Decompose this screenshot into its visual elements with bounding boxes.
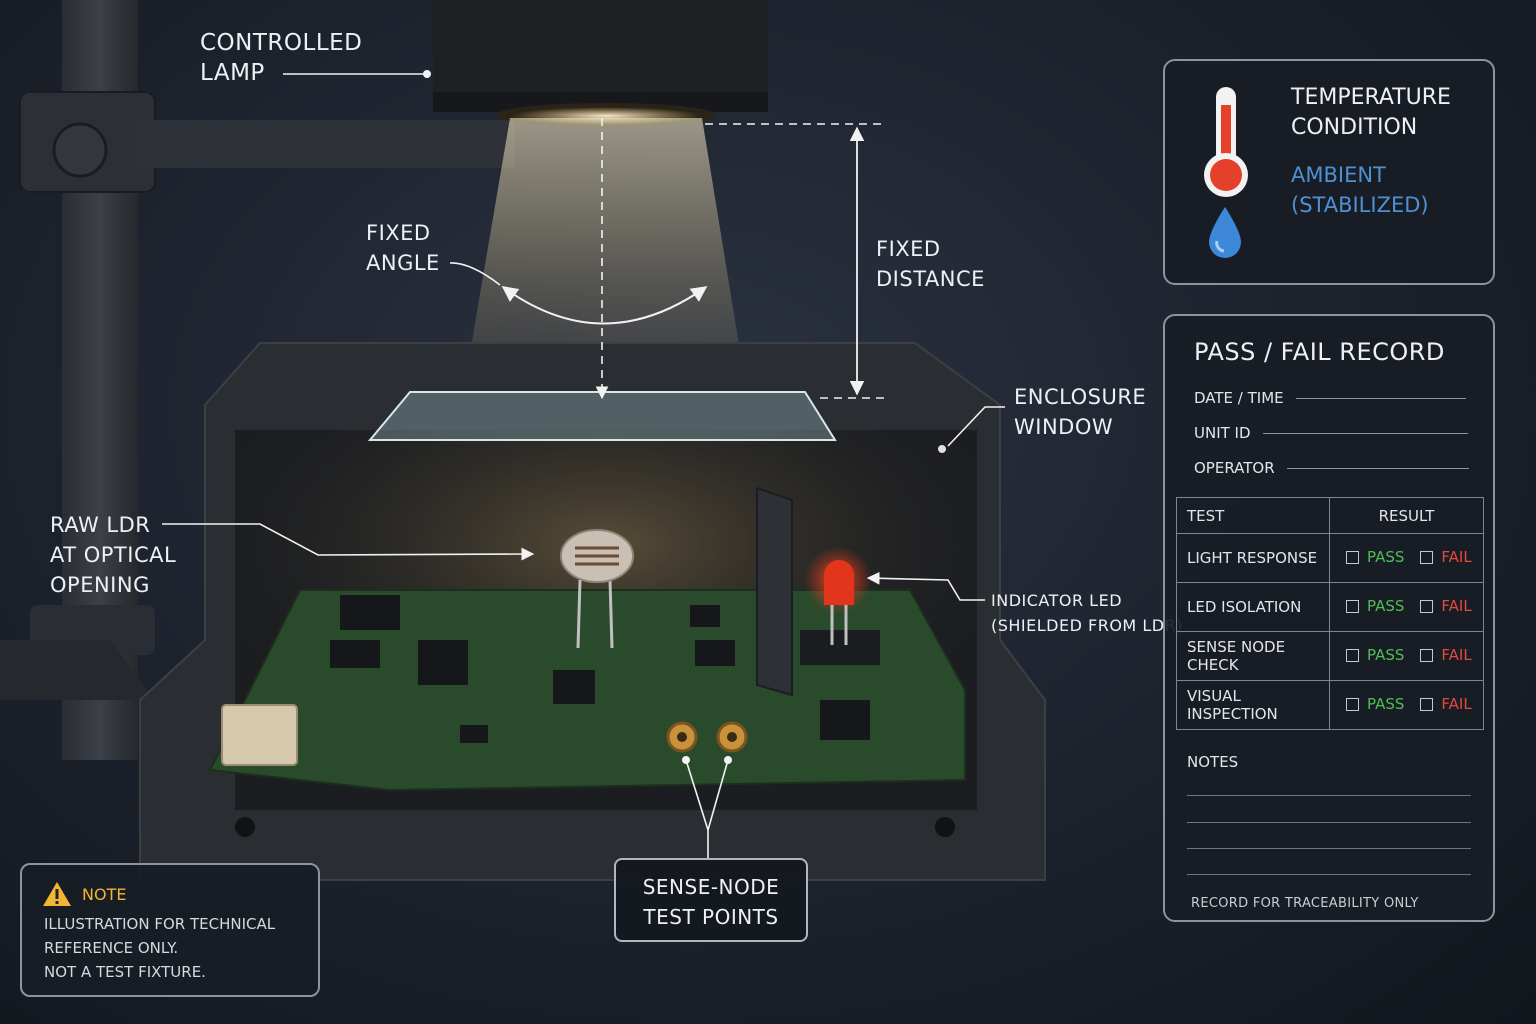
operator-field[interactable]: OPERATOR <box>1194 459 1469 477</box>
note-line: REFERENCE ONLY. <box>44 939 179 957</box>
fail-label: FAIL <box>1441 548 1472 567</box>
dimension-lines <box>501 118 885 400</box>
notes-line[interactable] <box>1187 848 1471 849</box>
tp-line-2: TEST POINTS <box>643 905 779 929</box>
unit-id-field[interactable]: UNIT ID <box>1194 424 1468 442</box>
label-indicator-led: INDICATOR LED(SHIELDED FROM LDR) <box>991 591 1183 635</box>
notes-label: NOTES <box>1187 753 1239 771</box>
test-name: LIGHT RESPONSE <box>1176 533 1330 583</box>
leader-lines <box>162 70 1005 858</box>
checkbox-icon[interactable] <box>1346 697 1359 711</box>
ldr-sensor <box>560 529 634 649</box>
table-header-row: TEST RESULT <box>1176 497 1484 534</box>
thermometer-icon <box>1204 87 1248 197</box>
water-drop-icon <box>1209 207 1241 258</box>
test-name: LED ISOLATION <box>1176 582 1330 632</box>
pass-label: PASS <box>1367 597 1405 616</box>
unit-id-label: UNIT ID <box>1194 424 1251 442</box>
date-time-label: DATE / TIME <box>1194 389 1284 407</box>
led-shield <box>756 486 880 697</box>
record-title: PASS / FAIL RECORD <box>1194 338 1445 366</box>
light-beam <box>462 118 748 400</box>
notes-line[interactable] <box>1187 795 1471 796</box>
notes-line[interactable] <box>1187 874 1471 875</box>
pass-label: PASS <box>1367 548 1405 567</box>
checkbox-icon[interactable] <box>1346 550 1359 564</box>
note-header: NOTE <box>42 881 126 907</box>
indicator-led <box>804 546 872 645</box>
header-test: TEST <box>1176 497 1330 534</box>
checkbox-icon[interactable] <box>1420 550 1434 564</box>
pass-label: PASS <box>1367 695 1405 714</box>
test-name: SENSE NODE CHECK <box>1176 631 1330 681</box>
table-row: LIGHT RESPONSE PASS FAIL <box>1176 533 1484 583</box>
table-row: LED ISOLATION PASS FAIL <box>1176 582 1484 632</box>
lamp-stand <box>0 0 515 760</box>
checkbox-icon[interactable] <box>1420 599 1434 613</box>
header-result: RESULT <box>1329 497 1484 534</box>
table-row: SENSE NODE CHECK PASS FAIL <box>1176 631 1484 681</box>
note-line: ILLUSTRATION FOR TECHNICAL <box>44 915 276 933</box>
result-table: TEST RESULT LIGHT RESPONSE PASS FAIL LED … <box>1176 497 1484 730</box>
note-panel: NOTE ILLUSTRATION FOR TECHNICAL REFERENC… <box>20 863 320 997</box>
pcb-board <box>208 589 966 792</box>
operator-label: OPERATOR <box>1194 459 1275 477</box>
test-name: VISUAL INSPECTION <box>1176 680 1330 730</box>
fail-label: FAIL <box>1441 695 1472 714</box>
date-time-field[interactable]: DATE / TIME <box>1194 389 1466 407</box>
pass-label: PASS <box>1367 646 1405 665</box>
table-row: VISUAL INSPECTION PASS FAIL <box>1176 680 1484 730</box>
warning-icon <box>43 882 71 906</box>
temperature-value: AMBIENT(STABILIZED) <box>1291 163 1429 217</box>
fail-label: FAIL <box>1441 597 1472 616</box>
note-title: NOTE <box>82 884 127 904</box>
enclosure-window <box>367 391 837 441</box>
checkbox-icon[interactable] <box>1346 599 1359 613</box>
tp-line-1: SENSE-NODE <box>642 875 780 899</box>
checkbox-icon[interactable] <box>1420 697 1434 711</box>
record-footer: RECORD FOR TRACEABILITY ONLY <box>1191 896 1419 911</box>
label-sense-node-test-points: SENSE-NODE TEST POINTS <box>614 858 808 942</box>
lamp-head <box>433 0 768 127</box>
notes-line[interactable] <box>1187 822 1471 823</box>
checkbox-icon[interactable] <box>1420 648 1434 662</box>
checkbox-icon[interactable] <box>1346 648 1359 662</box>
fail-label: FAIL <box>1441 646 1472 665</box>
note-line: NOT A TEST FIXTURE. <box>44 963 206 981</box>
pass-fail-record-panel: PASS / FAIL RECORD DATE / TIME UNIT ID O… <box>1163 314 1495 922</box>
